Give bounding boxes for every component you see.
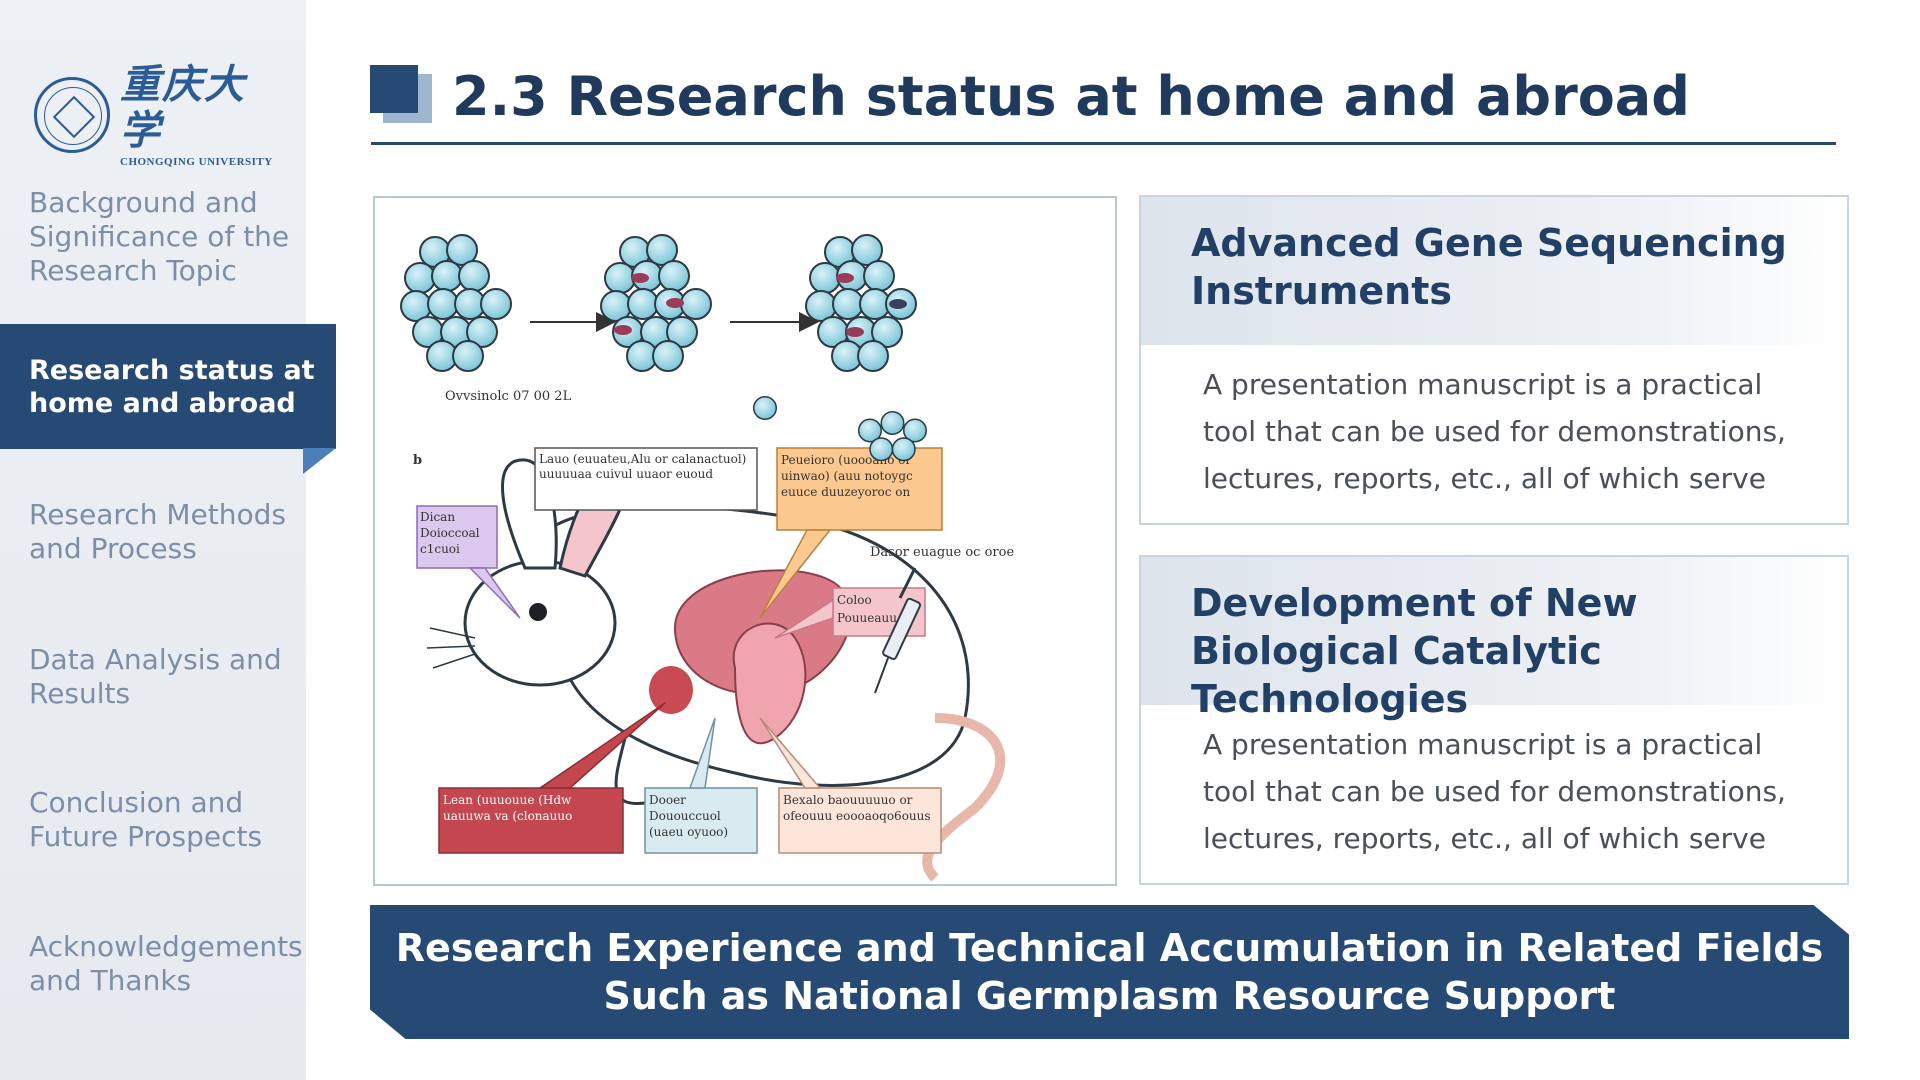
- card-biological-catalysis: Development of New Biological Catalytic …: [1139, 555, 1849, 885]
- label-box-top-right: Peueioro (uoooano or uinwao) (auu notoyg…: [759, 447, 943, 619]
- svg-text:Dasor euague oc oroe: Dasor euague oc oroe: [870, 545, 1014, 560]
- panel-label: b: [413, 453, 422, 468]
- label-box-right-cells: Dasor euague oc oroe: [753, 396, 1014, 560]
- sidebar-item-acknowledgements[interactable]: Acknowledgements and Thanks: [29, 930, 303, 997]
- title-mark: [370, 65, 418, 113]
- summary-banner: Research Experience and Technical Accumu…: [370, 905, 1849, 1039]
- page-title: 2.3 Research status at home and abroad: [452, 65, 1690, 128]
- label-box-bottom-right: Bexalo baouuuuuo or ofeouuu eoooaoqo6ouu…: [759, 717, 942, 854]
- label-box-bottom-left: Lean (uuuouue (Hdw uauuwa va (clonauuo: [438, 702, 666, 854]
- banner-line-1: Research Experience and Technical Accumu…: [395, 926, 1824, 970]
- cell-caption: Ovvsinolc 07 00 2L: [445, 389, 572, 404]
- research-illustration: Ovvsinolc 07 00 2L b Lauo (euuateu,Alu o…: [373, 196, 1117, 886]
- label-box-left: Dican Doioccoal c1cuoi: [416, 505, 521, 619]
- sidebar-item-research-methods[interactable]: Research Methods and Process: [29, 498, 286, 565]
- university-logo: 重庆大学 CHONGQING UNIVERSITY: [34, 62, 284, 168]
- label-box-top: Lauo (euuateu,Alu or calanactuol) uuuuua…: [534, 447, 758, 511]
- card-body: A presentation manuscript is a practical…: [1203, 728, 1786, 855]
- logo-name-cn: 重庆大学: [120, 61, 246, 154]
- banner-line-2: Such as National Germplasm Resource Supp…: [603, 974, 1616, 1018]
- syringe-icon: [874, 567, 922, 694]
- sidebar-item-conclusion[interactable]: Conclusion and Future Prospects: [29, 786, 263, 853]
- university-seal-icon: [34, 77, 110, 153]
- lab-animal-diagram: Ovvsinolc 07 00 2L b Lauo (euuateu,Alu o…: [375, 198, 1014, 882]
- sidebar: 重庆大学 CHONGQING UNIVERSITY Background and…: [0, 0, 336, 1080]
- cell-cluster-3: [806, 235, 916, 371]
- card-body: A presentation manuscript is a practical…: [1203, 368, 1786, 495]
- cell-cluster-2: [601, 235, 711, 371]
- logo-name-en: CHONGQING UNIVERSITY: [120, 156, 273, 168]
- sidebar-item-data-analysis[interactable]: Data Analysis and Results: [29, 643, 282, 710]
- card-gene-sequencing: Advanced Gene Sequencing Instruments A p…: [1139, 195, 1849, 525]
- sidebar-item-research-status[interactable]: Research status at home and abroad: [0, 324, 336, 449]
- active-tab-fold: [303, 448, 336, 474]
- cell-cluster-1: [401, 235, 511, 371]
- card-title: Development of New Biological Catalytic …: [1141, 557, 1847, 721]
- card-title: Advanced Gene Sequencing Instruments: [1141, 197, 1847, 345]
- sidebar-item-background[interactable]: Background and Significance of the Resea…: [29, 186, 290, 287]
- title-divider: [371, 142, 1836, 145]
- label-box-bottom-mid: Dooer Dououccuol (uaeu oyuoo): [644, 717, 758, 854]
